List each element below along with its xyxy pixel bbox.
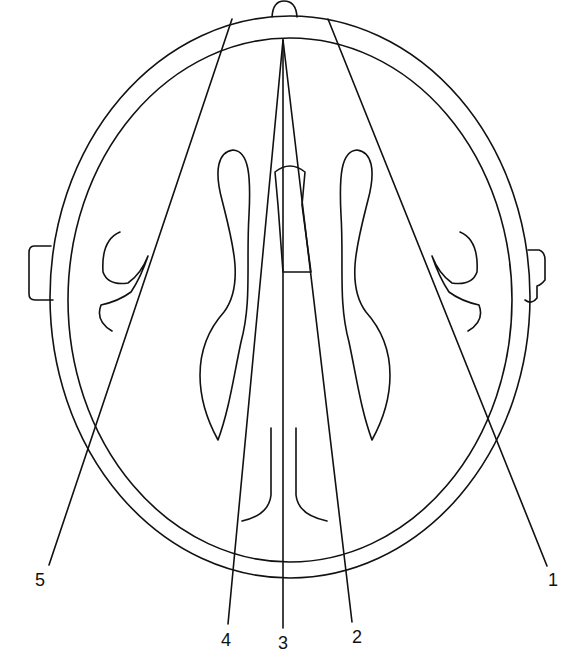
nose [272, 1, 297, 17]
third-ventricle [275, 166, 311, 272]
callout-number: 3 [271, 633, 295, 653]
callout-number: 4 [214, 630, 238, 650]
callout-number: 2 [345, 627, 369, 647]
left-ear [29, 246, 53, 300]
lateral-ventricle [200, 150, 250, 440]
leader-line [328, 19, 547, 566]
lateral-ventricle [340, 150, 390, 440]
right-ear [525, 250, 545, 302]
leader-line [282, 40, 284, 628]
occipital-horn [242, 428, 271, 521]
occipital-horn [296, 428, 327, 521]
leader-line [228, 40, 283, 624]
leader-line [49, 19, 232, 565]
callout-number: 1 [541, 570, 565, 590]
callout-number: 5 [28, 570, 52, 590]
sylvian-fissure [432, 232, 481, 331]
skull-inner-outline [68, 38, 512, 562]
leader-line [283, 40, 352, 622]
sylvian-fissure [99, 232, 148, 331]
